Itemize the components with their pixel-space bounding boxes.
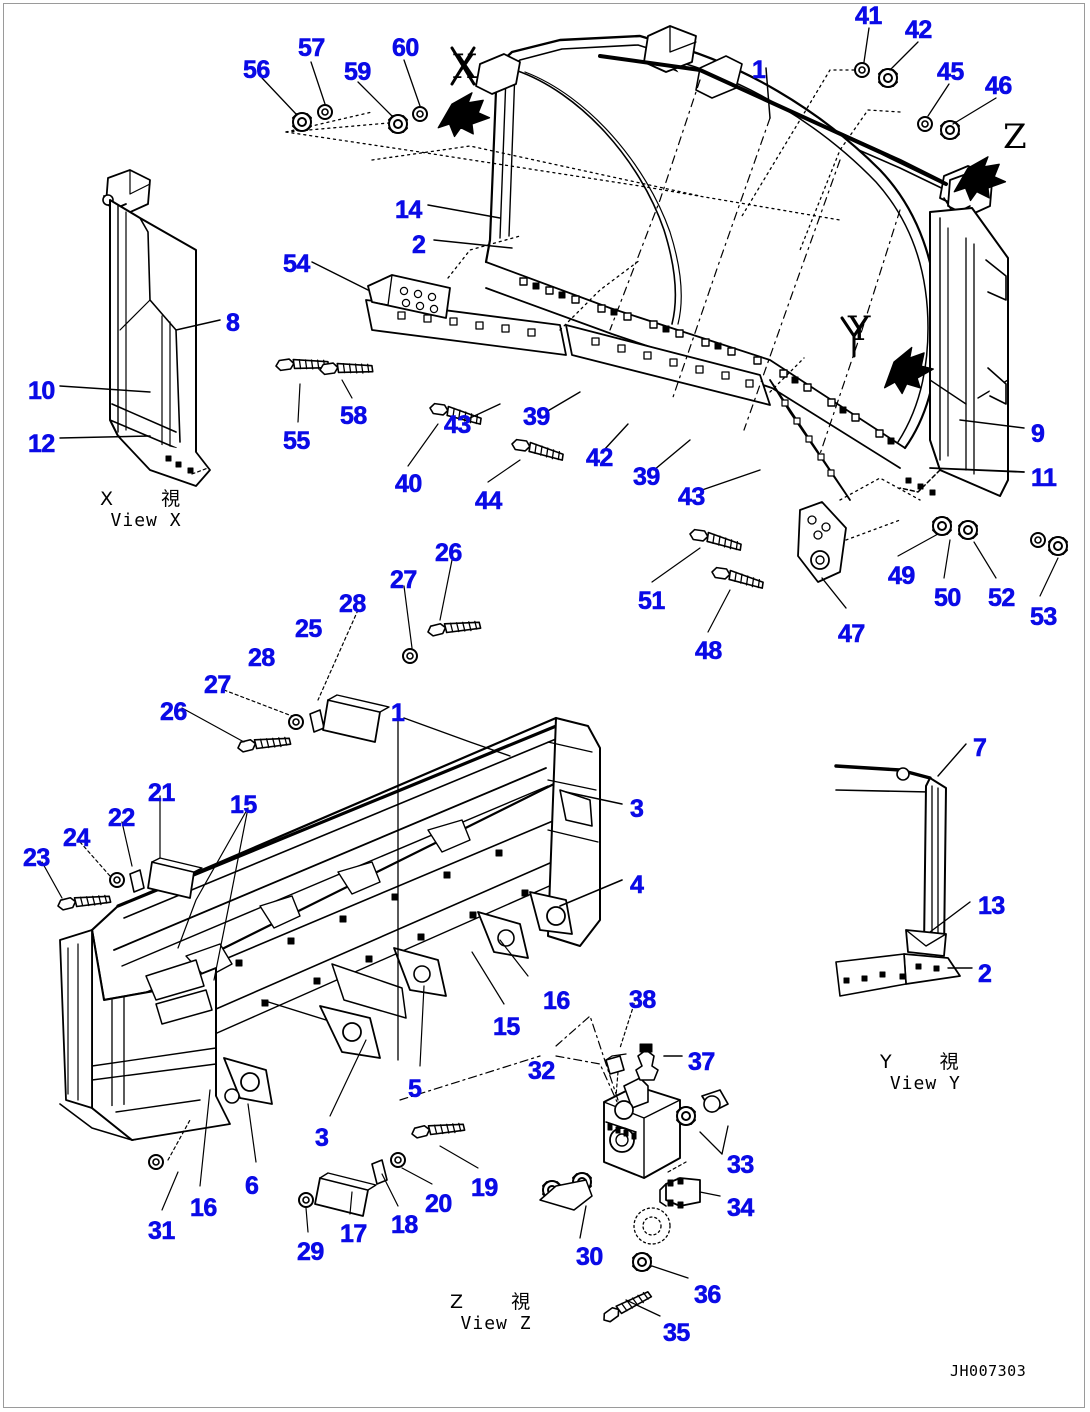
callout-24[interactable]: 24 — [63, 824, 91, 852]
callout-56[interactable]: 56 — [243, 56, 271, 84]
callout-4[interactable]: 4 — [630, 871, 645, 899]
callout-57[interactable]: 57 — [298, 34, 326, 62]
section-letter-z-top: Z — [1003, 117, 1027, 157]
callout-31[interactable]: 31 — [148, 1217, 176, 1245]
callout-26[interactable]: 26 — [160, 698, 188, 726]
callout-60[interactable]: 60 — [392, 34, 420, 62]
callout-15[interactable]: 15 — [230, 791, 258, 819]
callout-33[interactable]: 33 — [727, 1151, 755, 1179]
callout-55[interactable]: 55 — [283, 427, 311, 455]
callout-53[interactable]: 53 — [1030, 603, 1058, 631]
callout-10[interactable]: 10 — [28, 377, 56, 405]
callout-2[interactable]: 2 — [978, 960, 993, 988]
callout-51[interactable]: 51 — [638, 587, 666, 615]
callout-8[interactable]: 8 — [226, 309, 241, 337]
callout-23[interactable]: 23 — [23, 844, 51, 872]
callout-11[interactable]: 11 — [1031, 464, 1058, 492]
callout-27[interactable]: 27 — [204, 671, 232, 699]
drawing-frame-border — [3, 3, 1085, 1408]
callout-49[interactable]: 49 — [888, 562, 916, 590]
section-letter-y-mid: Y — [848, 309, 871, 349]
callout-12[interactable]: 12 — [28, 430, 56, 458]
callout-28[interactable]: 28 — [339, 590, 367, 618]
callout-6[interactable]: 6 — [245, 1172, 260, 1200]
callout-42[interactable]: 42 — [586, 444, 614, 472]
callout-39[interactable]: 39 — [633, 463, 661, 491]
callout-39[interactable]: 39 — [523, 403, 551, 431]
callout-26[interactable]: 26 — [435, 539, 463, 567]
callout-54[interactable]: 54 — [283, 250, 311, 278]
callout-34[interactable]: 34 — [727, 1194, 755, 1222]
callout-43[interactable]: 43 — [678, 483, 706, 511]
callout-29[interactable]: 29 — [297, 1238, 325, 1266]
callout-36[interactable]: 36 — [694, 1281, 722, 1309]
callout-16[interactable]: 16 — [190, 1194, 218, 1222]
callout-3[interactable]: 3 — [315, 1124, 330, 1152]
callout-58[interactable]: 58 — [340, 402, 368, 430]
view-y-label-en: View Y — [889, 1073, 961, 1094]
callout-41[interactable]: 41 — [855, 2, 883, 30]
callout-44[interactable]: 44 — [475, 487, 503, 515]
callout-3[interactable]: 3 — [630, 795, 645, 823]
callout-27[interactable]: 27 — [390, 566, 418, 594]
callout-59[interactable]: 59 — [344, 58, 372, 86]
callout-46[interactable]: 46 — [985, 72, 1013, 100]
section-letter-x-top: X — [453, 47, 478, 87]
callout-38[interactable]: 38 — [629, 986, 657, 1014]
view-x-label-en: View X — [110, 510, 182, 531]
callout-32[interactable]: 32 — [528, 1057, 556, 1085]
callout-21[interactable]: 21 — [148, 779, 176, 807]
callout-50[interactable]: 50 — [934, 584, 962, 612]
callout-22[interactable]: 22 — [108, 804, 136, 832]
callout-42[interactable]: 42 — [905, 16, 933, 44]
callout-13[interactable]: 13 — [978, 892, 1006, 920]
callout-16[interactable]: 16 — [543, 987, 571, 1015]
callout-7[interactable]: 7 — [973, 734, 988, 762]
callout-9[interactable]: 9 — [1031, 420, 1046, 448]
callout-1[interactable]: 1 — [391, 699, 406, 727]
callout-47[interactable]: 47 — [838, 620, 866, 648]
callout-25[interactable]: 25 — [295, 615, 323, 643]
callout-20[interactable]: 20 — [425, 1190, 453, 1218]
callout-30[interactable]: 30 — [576, 1243, 604, 1271]
callout-17[interactable]: 17 — [340, 1220, 368, 1248]
callout-52[interactable]: 52 — [988, 584, 1016, 612]
callout-5[interactable]: 5 — [408, 1075, 423, 1103]
drawing-number: JH007303 — [950, 1362, 1027, 1380]
view-z-label-jp: Z 視 — [450, 1291, 543, 1313]
view-y-label-jp: Y 視 — [880, 1051, 971, 1073]
callout-2[interactable]: 2 — [412, 231, 427, 259]
callout-15[interactable]: 15 — [493, 1013, 521, 1041]
callout-48[interactable]: 48 — [695, 637, 723, 665]
callout-28[interactable]: 28 — [248, 644, 276, 672]
callout-35[interactable]: 35 — [663, 1319, 691, 1347]
callout-1[interactable]: 1 — [752, 56, 767, 84]
callout-37[interactable]: 37 — [688, 1048, 716, 1076]
view-z-label-en: View Z — [460, 1313, 532, 1334]
callout-14[interactable]: 14 — [395, 196, 423, 224]
callout-40[interactable]: 40 — [395, 470, 423, 498]
callout-19[interactable]: 19 — [471, 1174, 499, 1202]
callout-18[interactable]: 18 — [391, 1211, 419, 1239]
callout-45[interactable]: 45 — [937, 58, 965, 86]
callout-43[interactable]: 43 — [444, 411, 472, 439]
view-x-label-jp: X 視 — [100, 488, 193, 510]
